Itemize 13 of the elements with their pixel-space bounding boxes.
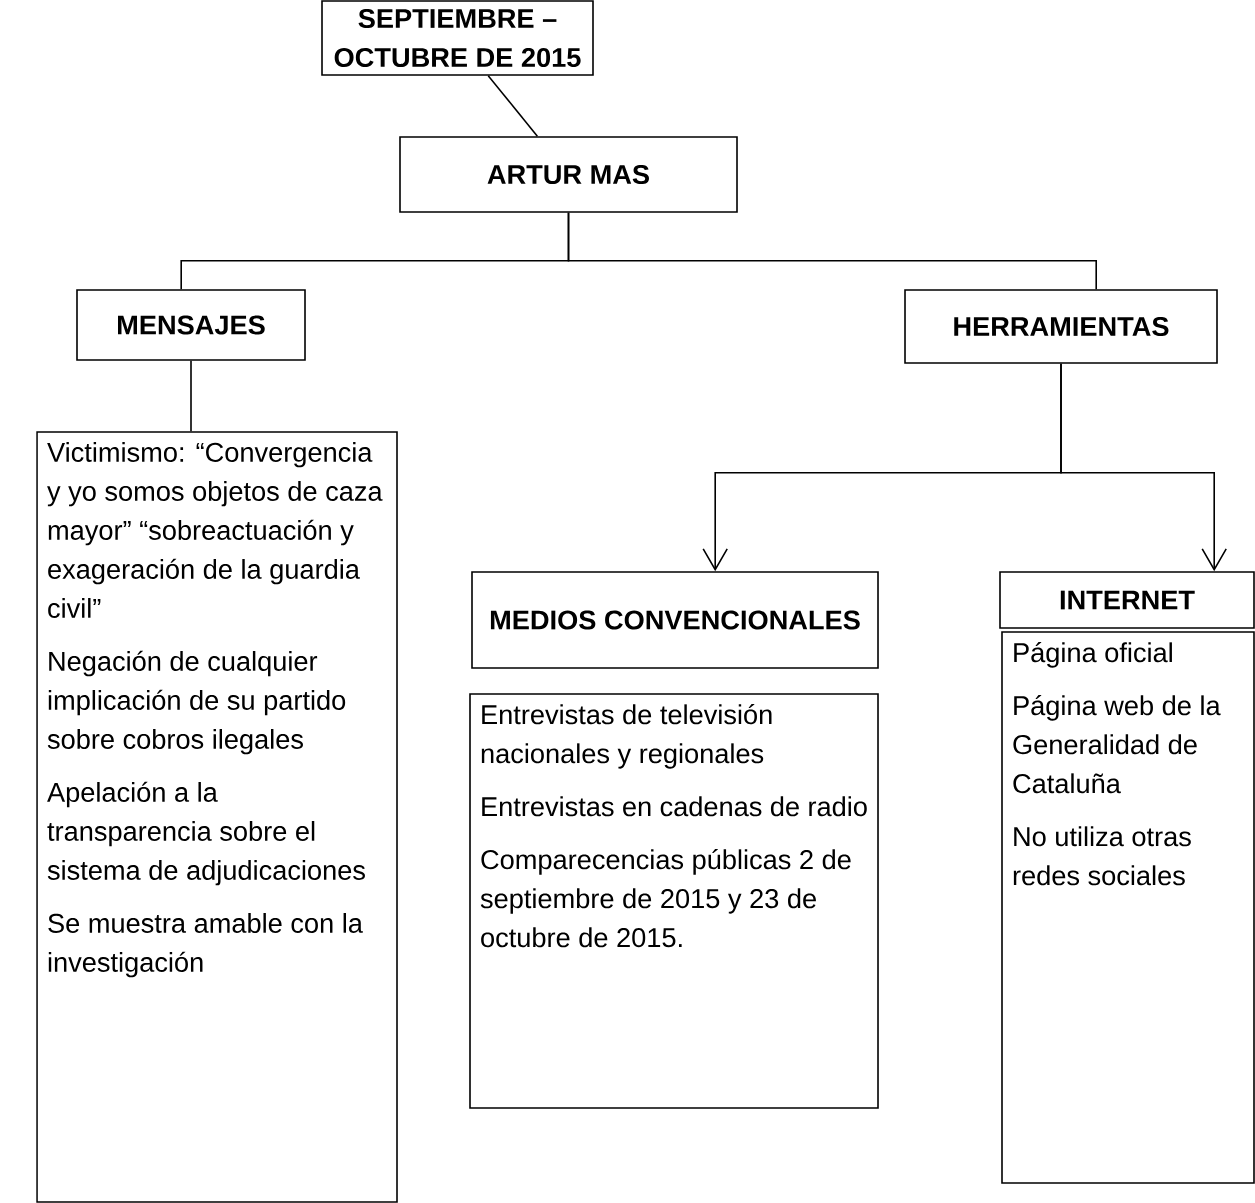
heading-box: SEPTIEMBRE – OCTUBRE DE 2015	[321, 0, 594, 76]
heading-box: HERRAMIENTAS	[904, 289, 1218, 364]
heading-box: ARTUR MAS	[399, 136, 738, 213]
connector	[567, 212, 1097, 290]
connector	[487, 75, 539, 137]
heading-box: INTERNET	[999, 571, 1255, 629]
connector	[1060, 363, 1227, 572]
heading-box: MENSAJES	[76, 289, 306, 361]
text-box: Página oficial Página web de la Generalidad de Cataluña No utiliza otras redes sociales	[1001, 631, 1255, 1184]
heading-box: MEDIOS CONVENCIONALES	[471, 571, 879, 669]
text-box: Entrevistas de televisión nacionales y regionales Entrevistas en cadenas de radio Comparecencias públicas 2 de septiembre de 2015 y 23 de octubre de 2015.	[469, 693, 879, 1109]
connector	[190, 360, 192, 432]
text-box: Victimismo: “Convergencia y yo somos objetos de caza mayor” “sobreactuación y exageración de la guardia civil” Negación de cualquier implicación de su partido sobre cobros ilegales Apelación a la transparencia sobre el sistema de adjudicaciones Se muestra amable con la investigación	[36, 431, 398, 1203]
